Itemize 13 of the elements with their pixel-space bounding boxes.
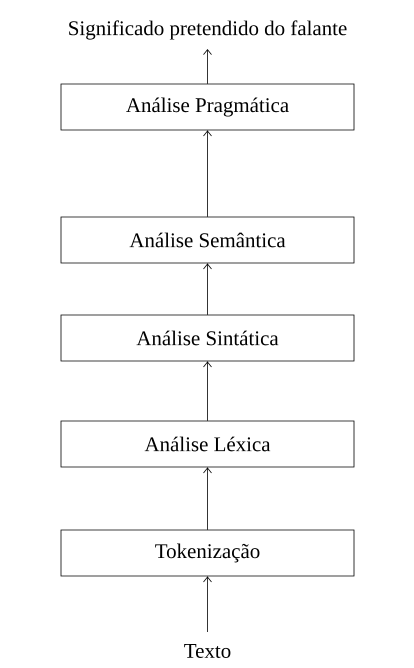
process-box: Análise Léxica xyxy=(60,420,354,468)
process-box: Análise Sintática xyxy=(60,314,354,362)
process-box: Análise Semântica xyxy=(60,216,354,264)
arrow xyxy=(203,130,212,217)
text-label: Significado pretendido do falante xyxy=(69,20,347,40)
process-box: Tokenização xyxy=(60,530,354,576)
process-box: Análise Pragmática xyxy=(60,84,354,130)
arrow xyxy=(203,576,212,632)
text-label: Texto xyxy=(184,644,230,658)
arrow xyxy=(203,361,212,421)
arrow xyxy=(203,263,212,315)
arrow xyxy=(203,467,212,530)
arrow xyxy=(203,49,212,84)
